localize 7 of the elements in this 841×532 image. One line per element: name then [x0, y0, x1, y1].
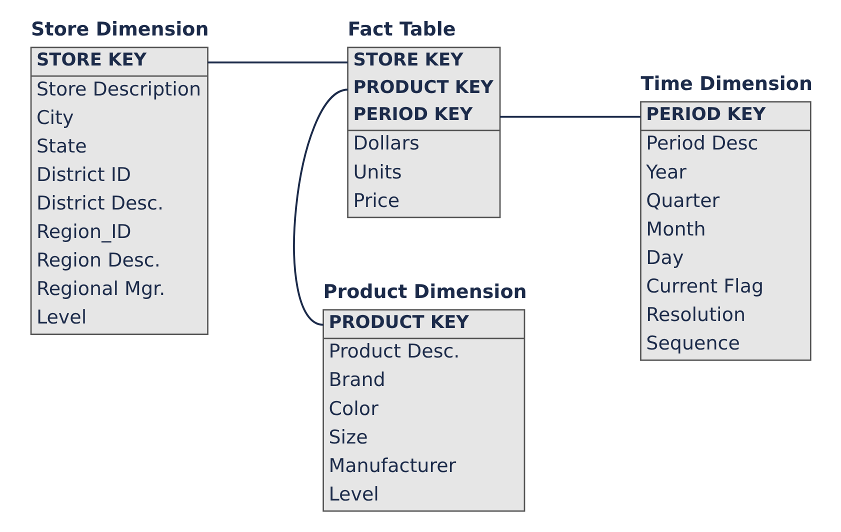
- node-label: Store Dimension: [31, 18, 209, 41]
- node-label: Time Dimension: [640, 72, 813, 95]
- connector: [293, 88, 348, 326]
- connector: [208, 61, 348, 64]
- node-label: Fact Table: [348, 18, 456, 41]
- connector: [500, 116, 641, 118]
- node-label: Product Dimension: [323, 280, 527, 303]
